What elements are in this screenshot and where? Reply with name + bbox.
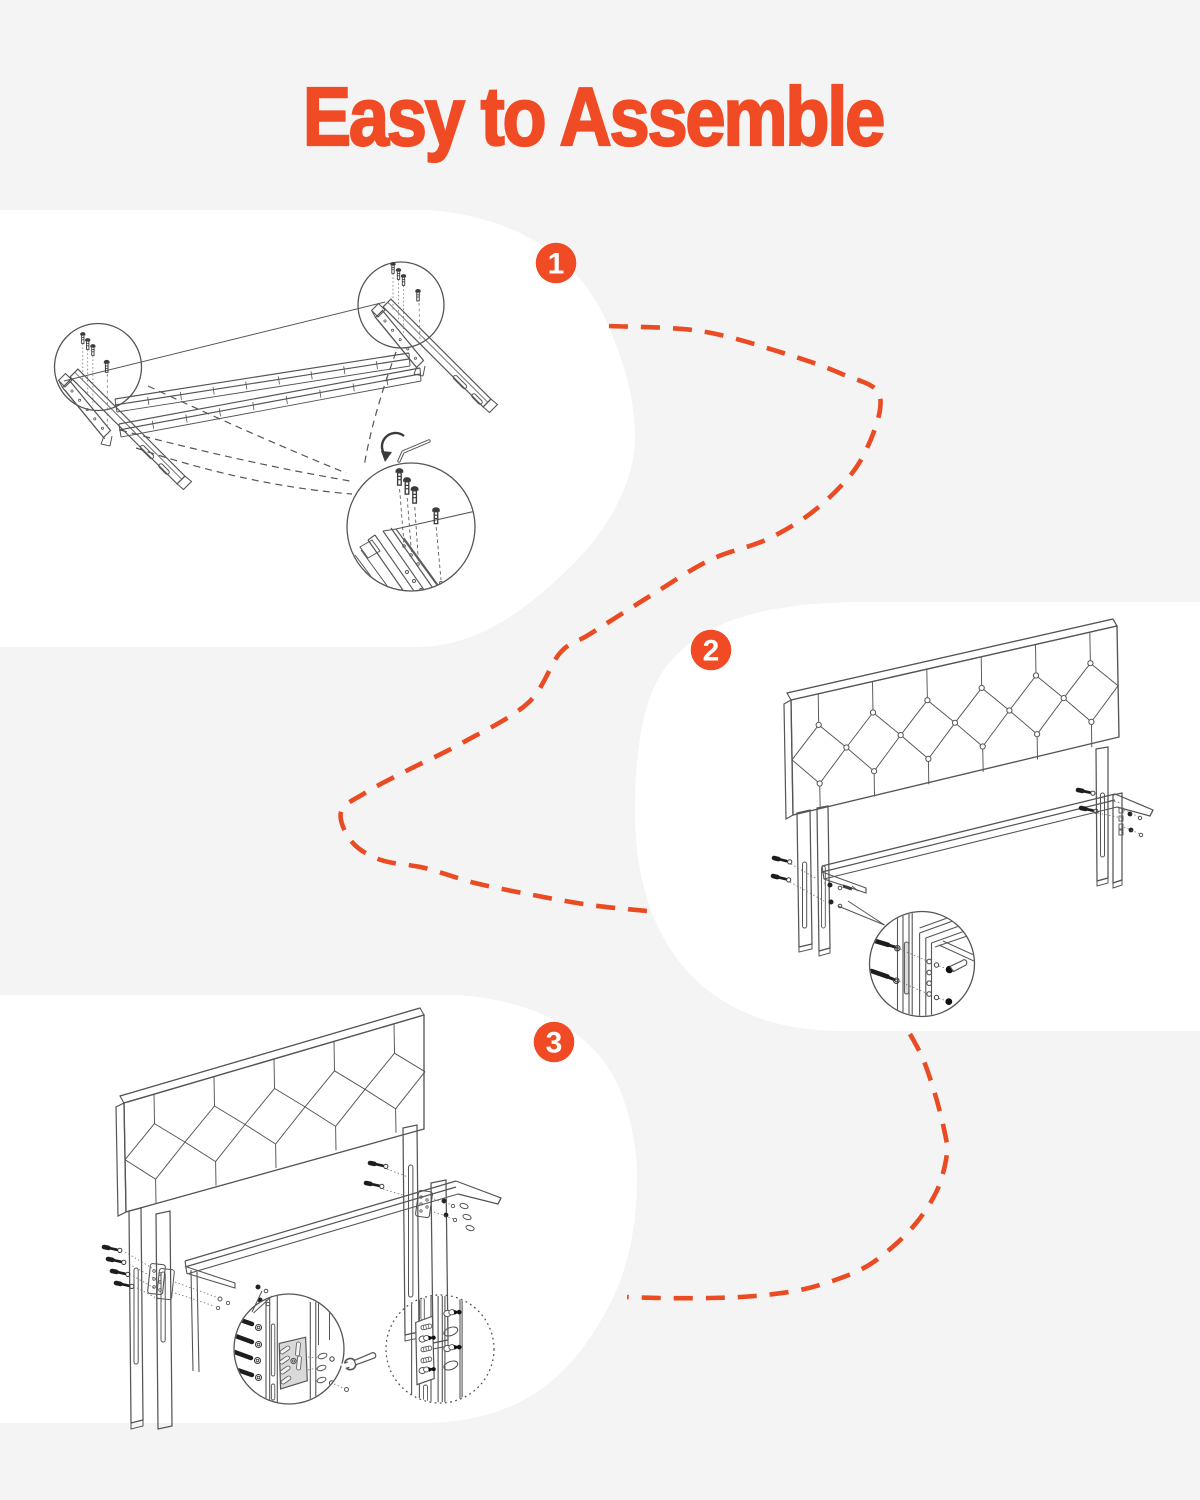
svg-text:1: 1	[548, 248, 565, 281]
svg-text:3: 3	[546, 1027, 563, 1060]
svg-text:2: 2	[703, 635, 720, 668]
